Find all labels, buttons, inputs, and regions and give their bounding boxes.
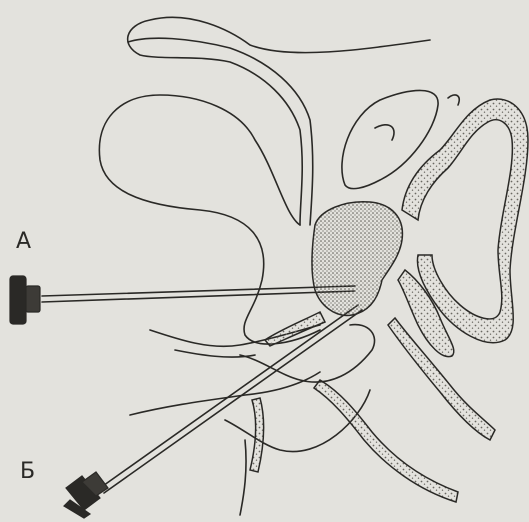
instrument-a-handle — [10, 276, 26, 324]
rod-a-inner — [42, 291, 355, 302]
descending-strand — [250, 398, 264, 472]
label-a: А — [16, 229, 31, 254]
upper-organ-inner — [128, 38, 313, 225]
rod-b-inner — [104, 310, 362, 493]
hatch-stroke-2 — [448, 95, 459, 105]
hatch-stroke-1 — [375, 125, 394, 140]
rod-a — [42, 286, 355, 296]
left-loop-contour — [99, 95, 320, 344]
instrument-b — [64, 472, 108, 518]
instrument-a-collar — [26, 286, 40, 312]
bottom-tube — [314, 380, 458, 502]
lower-branch-3 — [130, 372, 320, 415]
label-b: Б — [20, 459, 35, 484]
lower-strand — [240, 440, 246, 515]
left-duct — [265, 312, 325, 346]
instrument-a — [10, 276, 40, 324]
central-body — [312, 202, 402, 316]
upper-organ-outline — [128, 17, 430, 225]
